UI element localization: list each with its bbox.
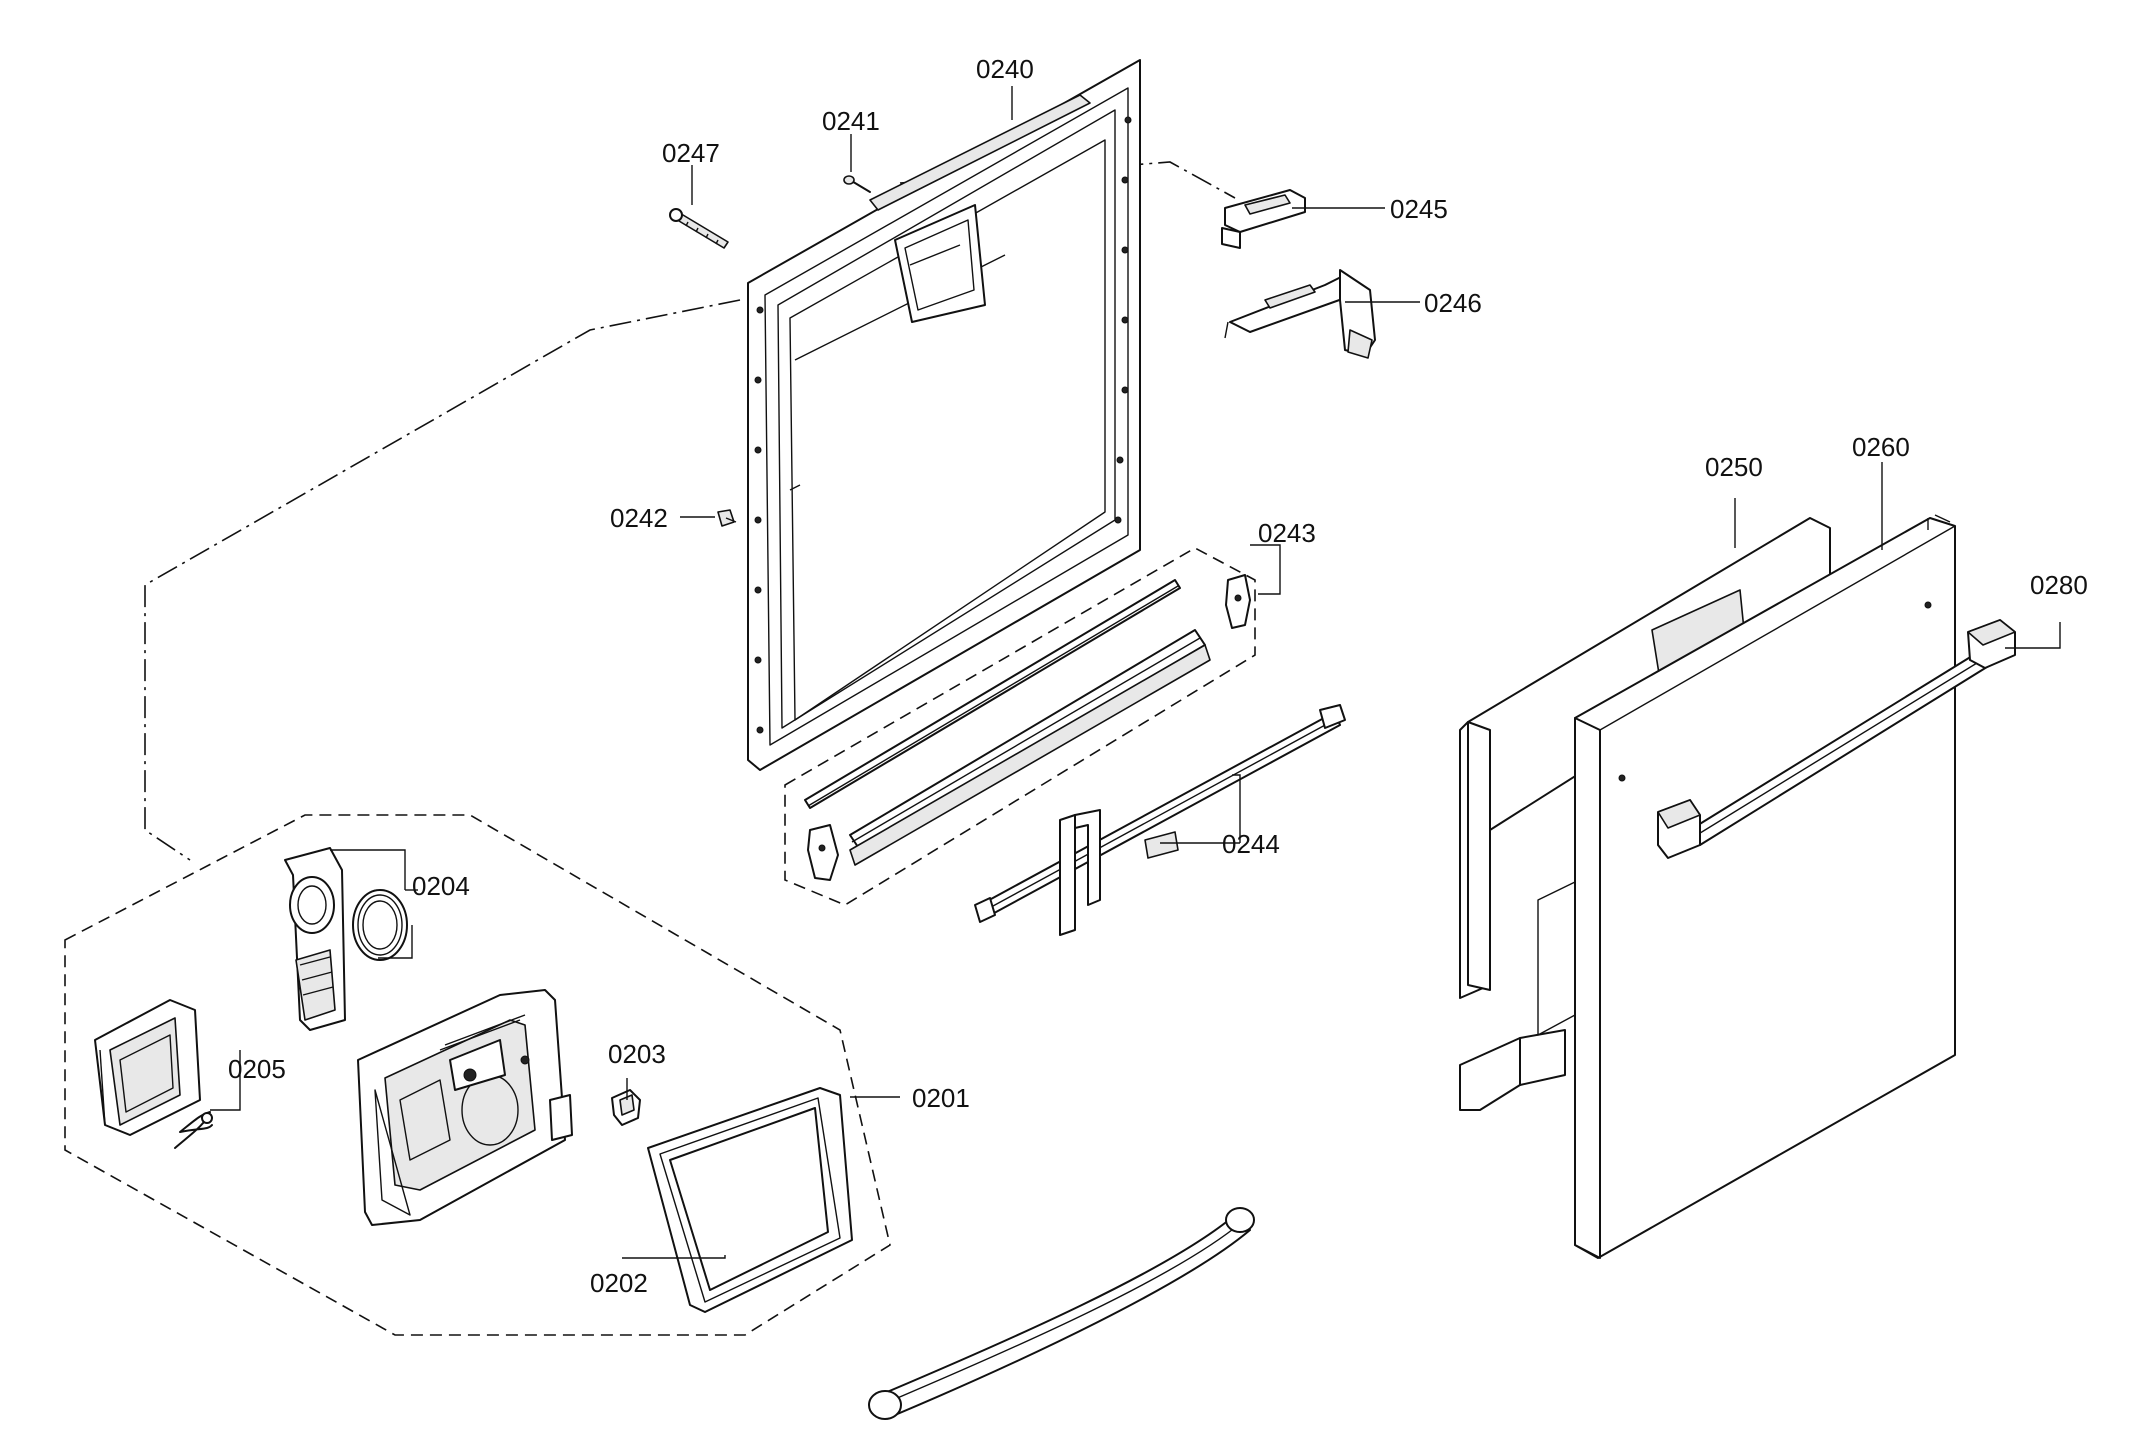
label-0247: 0247: [662, 138, 720, 168]
part-labels: 0240 0241 0247 0245 0246 0242 0243 0244 …: [228, 54, 2088, 1298]
screw-0247: [669, 208, 729, 249]
label-0260: 0260: [1852, 432, 1910, 462]
knob-0203: [611, 1089, 641, 1126]
label-0242: 0242: [610, 503, 668, 533]
bracket-0204: [284, 847, 346, 1031]
label-0203: 0203: [608, 1039, 666, 1069]
label-0243: 0243: [1258, 518, 1316, 548]
door-handle-0280: [1657, 619, 2016, 859]
latch-bracket-0246: [1224, 269, 1376, 359]
module-0205: [94, 999, 201, 1136]
bottom-seal-group-0243: [784, 547, 1256, 906]
hinge-clip-0245: [1221, 189, 1306, 249]
lower-rail-0244: [974, 704, 1346, 936]
ring-seal-0204: [352, 889, 408, 961]
leader-lines: [210, 86, 2061, 1259]
label-0244: 0244: [1222, 829, 1280, 859]
label-0241: 0241: [822, 106, 880, 136]
control-module-group-0201: [64, 814, 891, 1336]
control-box-0201: [357, 989, 573, 1226]
front-door-panel-0260: [1574, 514, 1956, 1259]
label-0250: 0250: [1705, 452, 1763, 482]
inner-door-panel-0240: [747, 59, 1141, 771]
label-0202: 0202: [590, 1268, 648, 1298]
screw-0241: [843, 175, 871, 193]
bottom-handle-bar: [868, 1207, 1255, 1420]
label-0280: 0280: [2030, 570, 2088, 600]
label-0240: 0240: [976, 54, 1034, 84]
frame-0202: [647, 1087, 853, 1313]
label-0246: 0246: [1424, 288, 1482, 318]
label-0245: 0245: [1390, 194, 1448, 224]
label-0205: 0205: [228, 1054, 286, 1084]
screw-0242: [717, 509, 737, 527]
label-0201: 0201: [912, 1083, 970, 1113]
spring-clip-0205: [174, 1111, 213, 1149]
label-0204: 0204: [412, 871, 470, 901]
